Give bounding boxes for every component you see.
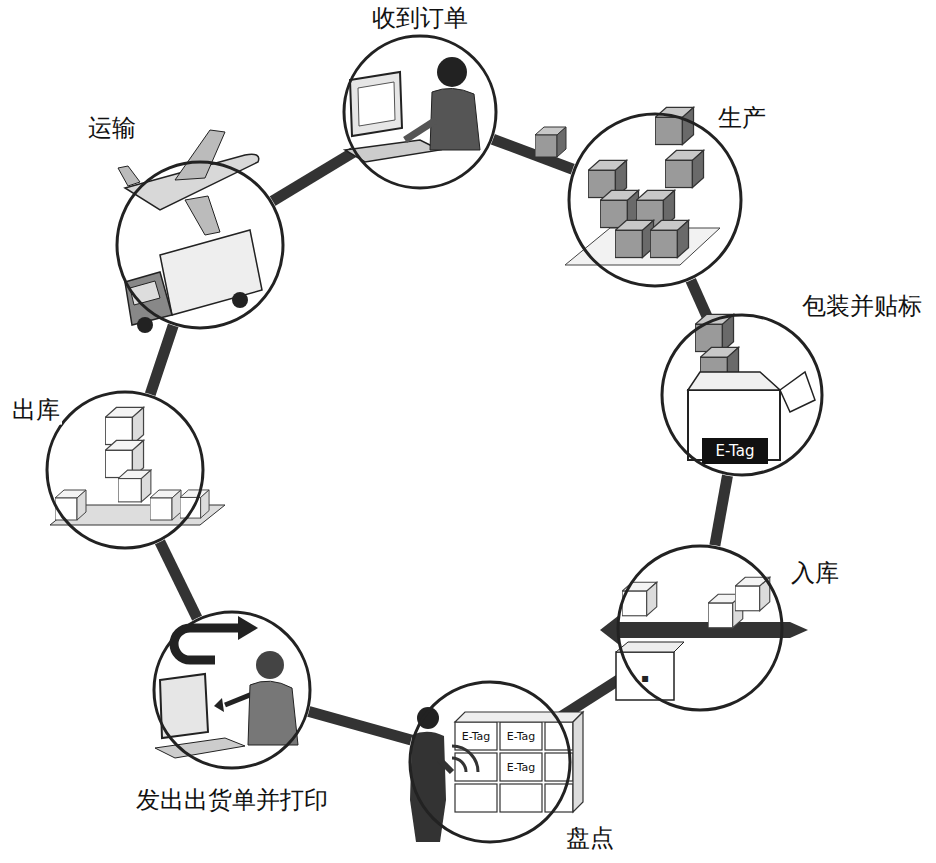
circle-outline [616,544,784,712]
step-label: 出库 [10,396,62,425]
circle-border [410,682,570,842]
box-mark: ▪ [641,671,649,685]
circle-outline [152,610,312,770]
circle-border [569,114,741,286]
step-label: 入库 [789,559,841,588]
step-label: 盘点 [564,824,616,853]
circle-outline [115,160,285,330]
step-label: 收到订单 [370,4,470,33]
process-circle: 收到订单 [342,34,498,190]
process-circle: 出库 [45,390,205,550]
rfid-tag-label: E-Tag [507,730,536,743]
circle-outline [408,680,572,844]
production-boxes [565,107,720,265]
circle-outline [342,34,498,190]
process-circle: 盘点 [408,680,572,844]
rfid-tag-label: E-Tag [462,730,491,743]
flow-band [272,152,354,202]
circle-outline [45,390,205,550]
circle-outline [567,112,743,288]
rfid-tag-label: E-Tag [507,761,536,774]
disc-grounds [45,34,824,844]
step-label: 生产 [716,104,768,133]
process-circle: 生产 [567,112,743,288]
circle-border [618,546,782,710]
circle-border [154,612,310,768]
circle-border [117,162,283,328]
step-label: 发出出货单并打印 [134,786,330,815]
computer-operator [345,57,480,162]
flow-band [150,325,173,395]
process-circle: 运输 [115,160,285,330]
step-label: 包装并贴标 [800,292,924,321]
circle-border [47,392,203,548]
step-label: 运输 [86,114,138,143]
flow-band [308,711,412,740]
flow-band [715,475,728,547]
process-circle: 入库 [616,544,784,712]
outbound-conveyor [50,407,225,525]
circle-border [344,36,496,188]
circle-border [662,315,822,475]
flow-band [160,541,198,619]
process-circle: 发出出货单并打印 [152,610,312,770]
rfid-tag-label: E-Tag [716,442,755,460]
box-icon [535,127,566,157]
